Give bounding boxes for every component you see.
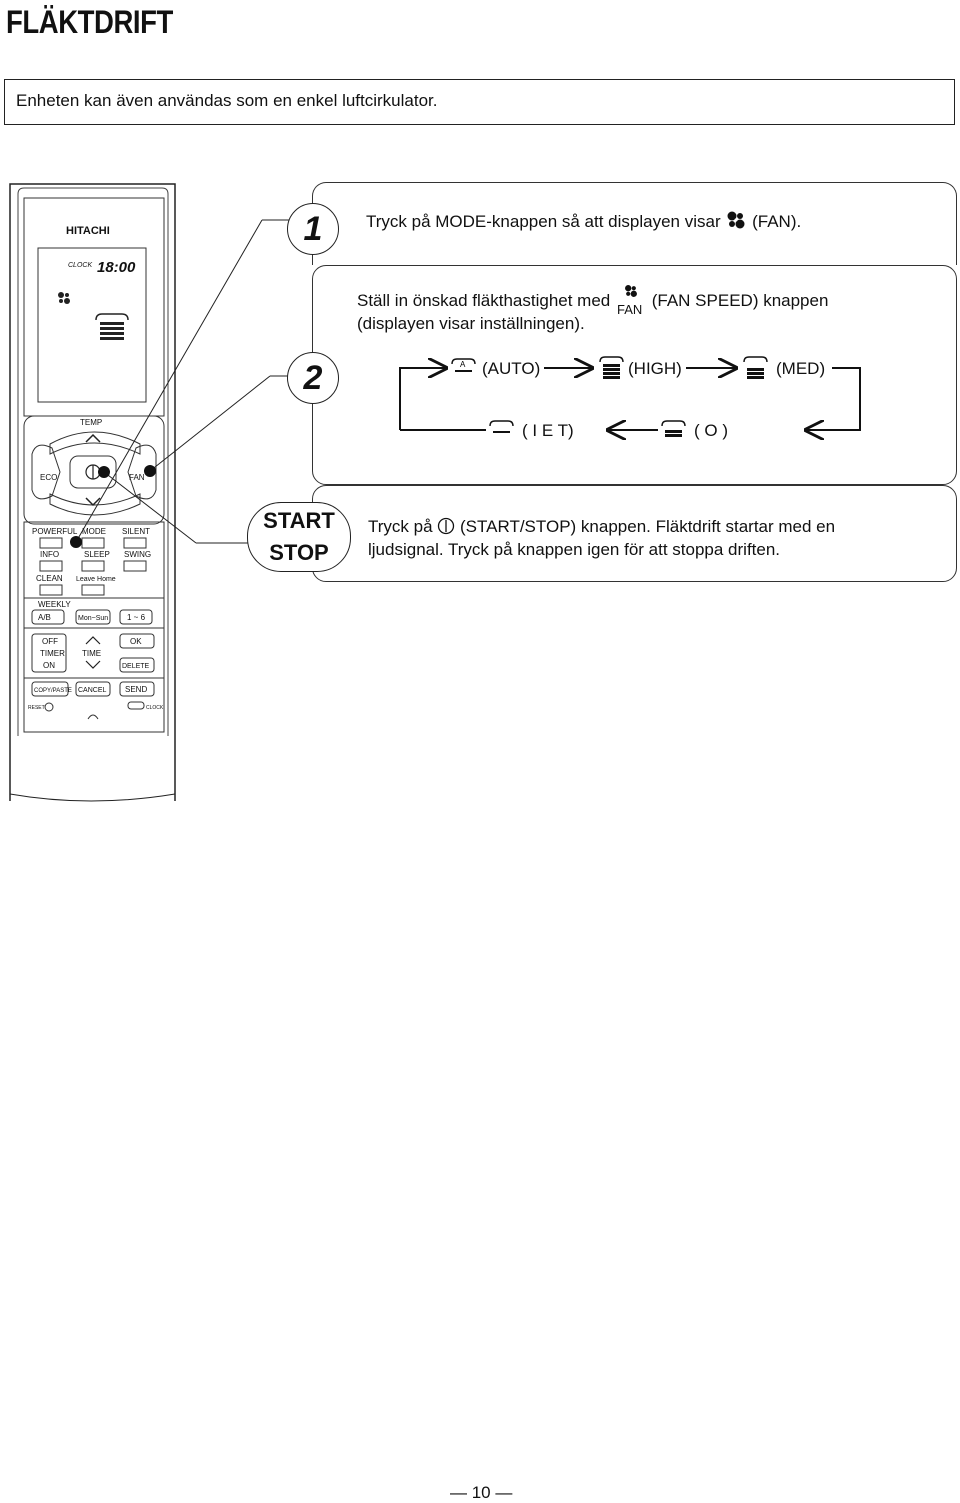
remote-control-illustration: HITACHI CLOCK 18:00 TEMP ECO FAN POWERFU…	[9, 183, 290, 802]
remote-send-label: SEND	[125, 685, 147, 694]
silent-label: ( I E T)	[522, 421, 574, 440]
svg-text:A: A	[460, 360, 466, 369]
page-number: — 10 —	[450, 1483, 513, 1502]
step2-line2: (displayen visar inställningen).	[357, 314, 585, 333]
start-stop-badge	[247, 502, 351, 572]
remote-clean-label: CLEAN	[36, 574, 63, 583]
low-label: ( O )	[694, 421, 728, 440]
step3-line1: Tryck på (START/STOP) knappen. Fläktdrif…	[368, 515, 835, 538]
step1-text: Tryck på MODE-knappen så att displayen v…	[366, 210, 801, 233]
step1-text-before: Tryck på MODE-knappen så att displayen v…	[366, 212, 721, 231]
remote-delete-label: DELETE	[122, 663, 150, 670]
step1-number: 1	[287, 203, 339, 255]
power-icon	[438, 517, 455, 535]
low-speed-icon	[661, 420, 686, 437]
step3-line1-after: (START/STOP) knappen. Fläktdrift startar…	[460, 517, 836, 536]
step1-text-after: (FAN).	[752, 212, 802, 231]
remote-leave-home-label: Leave Home	[76, 576, 116, 583]
remote-powerful-label: POWERFUL	[32, 527, 78, 536]
remote-clock-button-label: CLOCK	[146, 705, 164, 711]
start-stop-button-marker	[98, 466, 110, 478]
mode-button-marker	[70, 536, 82, 548]
page-title: FLÄKTDRIFT	[6, 4, 173, 40]
remote-ab-label: A/B	[38, 613, 51, 622]
step2-line1: Ställ in önskad fläkthastighet med FAN (…	[357, 285, 829, 317]
fan-icon	[727, 211, 745, 229]
remote-temp-label: TEMP	[80, 418, 102, 427]
med-speed-icon	[743, 356, 768, 379]
fan-speed-cycle-diagram: A	[399, 356, 861, 444]
step2-line1-before: Ställ in önskad fläkthastighet med	[357, 291, 611, 310]
intro-box	[4, 79, 955, 125]
remote-clock-label: CLOCK	[68, 262, 92, 269]
remote-off-label: OFF	[42, 637, 58, 646]
remote-mon-sun-label: Mon~Sun	[78, 615, 108, 622]
remote-copy-paste-label: COPY/PASTE	[34, 688, 72, 694]
remote-time-label: TIME	[82, 649, 101, 658]
remote-brand: HITACHI	[66, 225, 110, 237]
remote-one-six-label: 1 ~ 6	[127, 613, 146, 622]
auto-label: (AUTO)	[482, 359, 541, 378]
high-speed-icon	[599, 356, 624, 379]
remote-fan-label: FAN	[129, 473, 145, 482]
step3-line1-before: Tryck på	[368, 517, 433, 536]
intro-text: Enheten kan även användas som en enkel l…	[16, 91, 438, 110]
step3-line2: ljudsignal. Tryck på knappen igen för at…	[368, 540, 781, 559]
fan-speed-fan-icon	[625, 285, 637, 297]
remote-mode-label: MODE	[82, 527, 106, 536]
start-label: START	[263, 508, 335, 533]
display-fan-speed-icon	[95, 313, 129, 340]
remote-weekly-label: WEEKLY	[38, 600, 71, 609]
remote-eco-label: ECO	[40, 473, 57, 482]
remote-sleep-label: SLEEP	[84, 550, 110, 559]
step2-line1-after: (FAN SPEED) knappen	[651, 291, 829, 310]
display-fan-icon	[58, 292, 70, 304]
fan-button-marker	[144, 465, 156, 477]
remote-info-label: INFO	[40, 550, 59, 559]
fan-speed-label: FAN	[617, 302, 643, 317]
remote-cancel-label: CANCEL	[78, 687, 107, 694]
fan-speed-button-icon: FAN	[615, 285, 647, 317]
remote-timer-label: TIMER	[40, 649, 65, 658]
remote-swing-label: SWING	[124, 550, 151, 559]
auto-speed-icon: A	[451, 358, 476, 372]
remote-reset-label: RESET	[28, 705, 45, 711]
silent-speed-icon	[489, 420, 514, 433]
step2-number: 2	[287, 352, 339, 404]
remote-on-label: ON	[43, 661, 55, 670]
remote-ok-label: OK	[130, 637, 142, 646]
remote-clock-time: 18:00	[97, 259, 136, 276]
stop-label: STOP	[269, 540, 329, 565]
med-label: (MED)	[776, 359, 826, 378]
remote-silent-label: SILENT	[122, 527, 150, 536]
high-label: (HIGH)	[628, 359, 682, 378]
